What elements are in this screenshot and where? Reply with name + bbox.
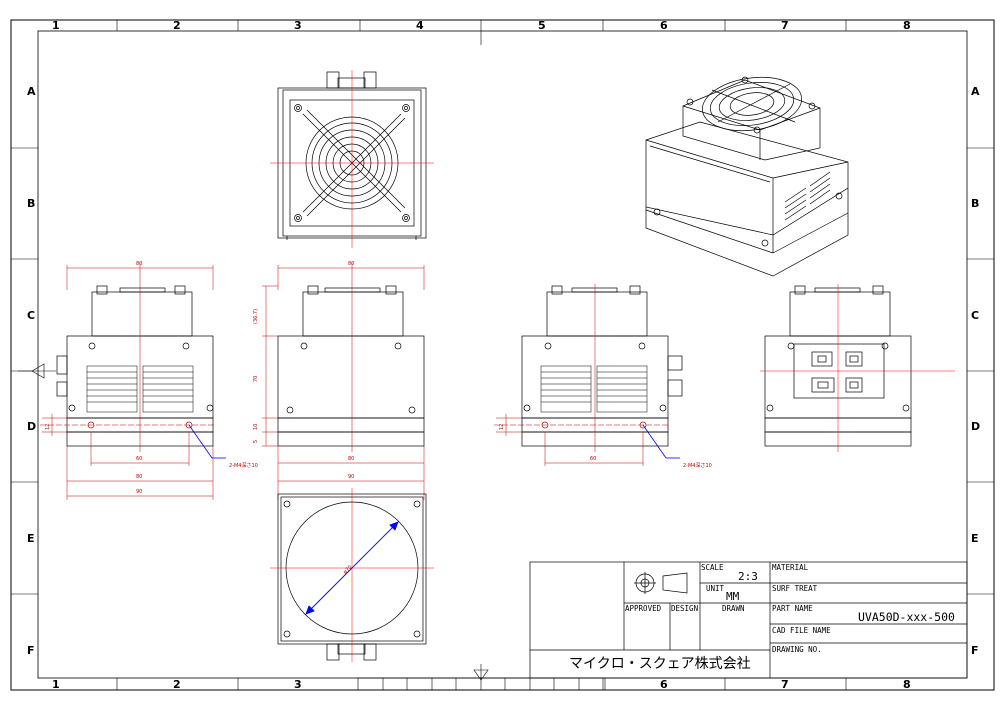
part-name-label: PART NAME: [772, 604, 813, 613]
diameter-leader: [305, 521, 399, 615]
zone-row-e-left: E: [27, 532, 35, 545]
dim-rear-hole-note: 2-M4深さ10: [683, 463, 712, 469]
unit-label: UNIT: [706, 584, 725, 593]
zone-ticks: [11, 20, 994, 690]
zone-row-c-right: C: [971, 309, 980, 322]
dim-side-fan-height: (36.7): [253, 308, 259, 324]
approved-label: APPROVED: [625, 604, 662, 613]
dim-front-width-mid: 80: [136, 474, 143, 480]
drawing-no-label: DRAWING NO.: [772, 645, 822, 654]
company-name: マイクロ・スクェア株式会社: [569, 656, 751, 672]
dim-front-hole-note: 2-M4深さ10: [229, 463, 258, 469]
zone-col-5-top: 5: [538, 19, 546, 32]
dim-side-body-height: 70: [253, 375, 259, 382]
connector-centerline: [760, 284, 955, 452]
bottom-grid-boxes: [357, 664, 606, 691]
zone-col-6-bottom: 6: [660, 678, 668, 691]
zone-row-e-right: E: [971, 532, 979, 545]
zone-col-8-top: 8: [903, 19, 911, 32]
zone-col-7-bottom: 7: [781, 678, 789, 691]
rear-leader: [642, 424, 680, 459]
dim-rear-hole-spacing: 60: [590, 456, 597, 462]
surf-treat-label: SURF TREAT: [772, 584, 818, 593]
dim-side-width-mid: 80: [348, 456, 355, 462]
outer-frame: [10, 19, 995, 691]
title-block: [529, 561, 968, 679]
zone-col-1-top: 1: [52, 19, 60, 32]
side-dimension-lines: [262, 262, 425, 500]
zone-col-4-top: 4: [416, 19, 424, 32]
dim-front-hole-spacing: 60: [136, 456, 143, 462]
side-view: [277, 285, 425, 447]
zone-row-a-left: A: [27, 85, 36, 98]
direction-arrow: [18, 363, 56, 379]
scale-value: 2:3: [738, 570, 758, 583]
dim-side-width-overall: 90: [348, 474, 355, 480]
dim-front-width-top: 80: [136, 261, 143, 267]
isometric-view: [645, 76, 849, 277]
zone-col-2-bottom: 2: [173, 678, 181, 691]
zone-row-f-right: F: [971, 644, 979, 657]
zone-col-8-bottom: 8: [903, 678, 911, 691]
design-label: DESIGN: [671, 604, 699, 613]
front-dimension-lines: [40, 262, 215, 500]
unit-value: MM: [726, 590, 740, 603]
zone-row-d-right: D: [971, 420, 981, 433]
zone-row-f-left: F: [27, 644, 35, 657]
drawn-label: DRAWN: [722, 604, 745, 613]
zone-row-c-left: C: [27, 309, 36, 322]
zone-col-6-top: 6: [660, 19, 668, 32]
zone-row-a-right: A: [971, 85, 980, 98]
cad-file-label: CAD FILE NAME: [772, 626, 831, 635]
part-name-value: UVA50D-xxx-500: [858, 610, 955, 624]
zone-col-7-top: 7: [781, 19, 789, 32]
zone-col-1-bottom: 1: [52, 678, 60, 691]
scale-label: SCALE: [701, 563, 724, 572]
rear-dimension-lines: [494, 284, 670, 466]
front-leader: [188, 424, 226, 459]
dim-side-base-gap: 5: [253, 439, 259, 443]
dim-side-width-top: 80: [348, 261, 355, 267]
zone-row-b-left: B: [27, 197, 36, 210]
dim-rear-base-offset: 12: [499, 423, 505, 430]
zone-col-2-top: 2: [173, 19, 181, 32]
zone-row-d-left: D: [27, 420, 37, 433]
inner-frame: [37, 30, 968, 679]
dim-side-base-height: 10: [253, 423, 259, 430]
zone-col-3-bottom: 3: [294, 678, 302, 691]
top-view-centerlines: [270, 70, 434, 248]
rear-vents: [540, 365, 648, 413]
zone-col-3-top: 3: [294, 19, 302, 32]
material-label: MATERIAL: [772, 563, 809, 572]
bottom-view-centerlines: [270, 488, 434, 662]
dim-front-width-overall: 90: [136, 489, 143, 495]
dim-front-base-offset: 12: [45, 423, 51, 430]
front-vents: [86, 365, 194, 413]
zone-row-b-right: B: [971, 197, 980, 210]
